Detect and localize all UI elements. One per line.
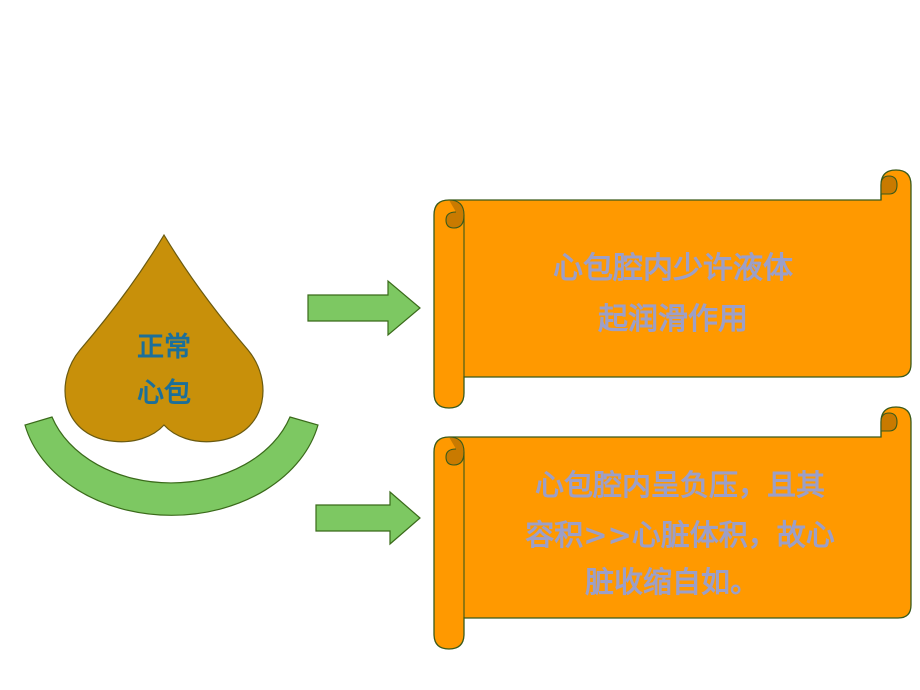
arrow-top [307,279,421,337]
scroll-top-line1: 心包腔内少许液体 [553,251,794,286]
scroll-banner-top [433,169,912,409]
pericardium-arc [24,416,319,516]
scroll-bottom-line1: 心包腔内呈负压，且其 [535,468,825,502]
heart-label-line2: 心包 [137,377,191,409]
scroll-top-line2: 起润滑作用 [598,302,748,337]
scroll-bottom-line3: 脏收缩自如。 [585,565,759,599]
scroll-banner-bottom [433,406,912,650]
arrow-bottom [315,490,421,546]
heart-shape [64,233,264,443]
scroll-bottom-line2: 容积>>心脏体积，故心 [525,518,835,552]
heart-label-line1: 正常 [137,332,191,363]
